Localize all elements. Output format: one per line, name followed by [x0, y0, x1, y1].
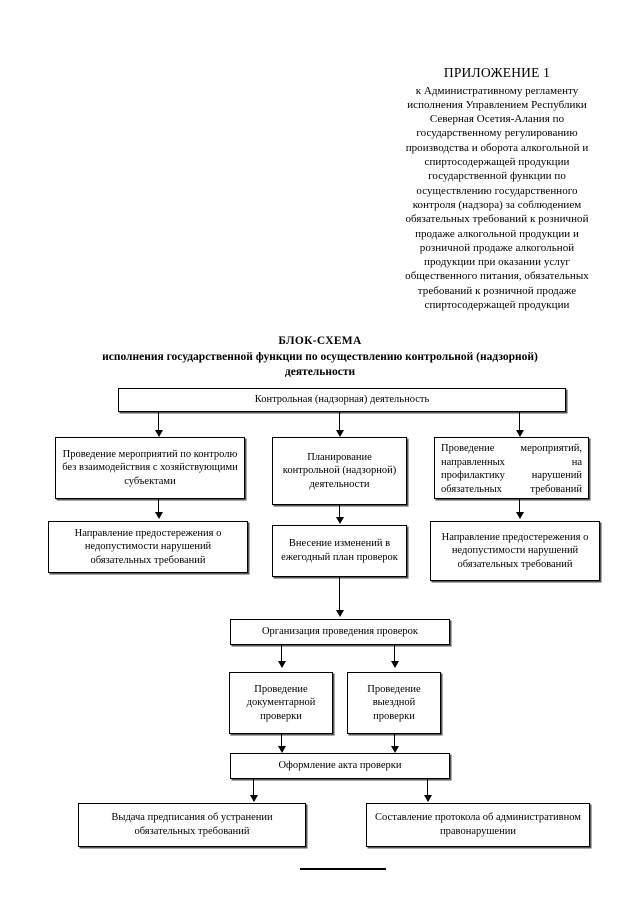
flow-node-label: Организация проведения проверок: [261, 626, 419, 638]
flow-node-label: Проведение мероприятий по контролю без в…: [62, 448, 238, 487]
flow-node-label: Проведение мероприятий, направленных на …: [441, 443, 582, 495]
page-title-line2: исполнения государственной функции по ос…: [102, 350, 538, 363]
appendix-line: общественного питания, обязательных: [405, 270, 589, 283]
appendix-line: контроля (надзора) за соблюдением: [412, 198, 582, 211]
arrowhead-icon: [277, 661, 286, 668]
connector-act-to-result-left: [253, 779, 254, 801]
connector-left-1-2: [158, 499, 159, 516]
flow-node-label: Направление предостережения о недопустим…: [441, 531, 589, 570]
flow-node-planning: Планирование контрольной (надзорной) дея…: [272, 437, 407, 505]
flow-node-root: Контрольная (надзорная) деятельность: [118, 388, 566, 412]
flow-node-prescription: Выдача предписания об устранении обязате…: [78, 803, 306, 847]
flow-node-label: Выдача предписания об устранении обязате…: [111, 812, 273, 837]
flow-node-label: Проведение выездной проверки: [367, 683, 421, 722]
appendix-line: продукции при оказании услуг: [424, 256, 570, 269]
connector-root-to-right: [519, 412, 520, 436]
flow-node-warning-left: Направление предостережения о недопустим…: [48, 521, 248, 573]
appendix-title: ПРИЛОЖЕНИЕ 1: [443, 65, 551, 80]
flow-node-organization: Организация проведения проверок: [230, 619, 450, 645]
arrowhead-icon: [154, 512, 163, 519]
connector-center-to-organization: [339, 577, 340, 615]
flow-node-label: Контрольная (надзорная) деятельность: [254, 394, 430, 406]
arrowhead-icon: [515, 512, 524, 519]
appendix-line: государственной функции по: [428, 170, 566, 183]
appendix-line: Северная Осетия-Алания по: [429, 113, 565, 126]
page-title-line1: БЛОК-СХЕМА: [278, 335, 362, 347]
arrowhead-icon: [277, 746, 286, 753]
arrowhead-icon: [390, 661, 399, 668]
flow-node-documentary-check: Проведение документарной проверки: [229, 672, 333, 734]
connector-root-to-center: [339, 412, 340, 436]
arrowhead-icon: [335, 517, 344, 524]
arrowhead-icon: [515, 430, 524, 437]
appendix-line: продаже алкогольной продукции и: [415, 227, 579, 240]
flow-node-label: Составление протокола об административно…: [375, 812, 581, 837]
appendix-line: производства и оборота алкогольной и: [405, 141, 589, 154]
arrowhead-icon: [335, 430, 344, 437]
flow-node-label: Внесение изменений в ежегодный план пров…: [281, 538, 398, 563]
connector-center-1-2: [339, 505, 340, 522]
arrowhead-icon: [335, 610, 344, 617]
appendix-line: спиртосодержащей продукции: [424, 299, 570, 311]
flow-node-label: Планирование контрольной (надзорной) дея…: [282, 451, 397, 490]
appendix-header: ПРИЛОЖЕНИЕ 1 к Административному регламе…: [378, 64, 616, 312]
appendix-line: государственному регулированию: [416, 127, 578, 140]
flow-node-act: Оформление акта проверки: [230, 753, 450, 779]
flow-node-warning-right: Направление предостережения о недопустим…: [430, 521, 600, 581]
appendix-line: исполнения Управлением Республики: [407, 98, 587, 111]
flow-node-label: Проведение документарной проверки: [246, 683, 316, 722]
appendix-line: обязательных требований к розничной: [405, 213, 589, 226]
appendix-line: к Административному регламенту: [415, 84, 579, 97]
page-title-line3: деятельности: [284, 366, 356, 379]
appendix-line: требований к розничной продаже: [417, 284, 577, 297]
flow-node-protocol: Составление протокола об административно…: [366, 803, 590, 847]
appendix-line: спиртосодержащей продукции: [424, 156, 570, 169]
flow-node-field-check: Проведение выездной проверки: [347, 672, 441, 734]
arrowhead-icon: [423, 795, 432, 802]
connector-right-1-2: [519, 499, 520, 516]
flow-node-label: Направление предостережения о недопустим…: [74, 527, 222, 566]
flow-node-control-without-interaction: Проведение мероприятий по контролю без в…: [55, 437, 245, 499]
appendix-line: розничной продаже алкогольной: [419, 241, 575, 254]
appendix-line: осуществлению государственного: [416, 184, 578, 197]
arrowhead-icon: [249, 795, 258, 802]
connector-organization-to-field: [394, 645, 395, 667]
arrowhead-icon: [390, 746, 399, 753]
connector-doc-to-act: [281, 734, 282, 751]
appendix-body: к Административному регламенту исполнени…: [378, 84, 616, 313]
footer-rule: [300, 868, 386, 870]
flow-node-prevention-measures: Проведение мероприятий, направленных на …: [434, 437, 589, 499]
connector-organization-to-doc: [281, 645, 282, 667]
arrowhead-icon: [154, 430, 163, 437]
connector-act-to-result-right: [427, 779, 428, 801]
flow-node-label: Оформление акта проверки: [278, 760, 402, 772]
page-title: БЛОК-СХЕМА исполнения государственной фу…: [60, 334, 580, 381]
flow-node-annual-plan-change: Внесение изменений в ежегодный план пров…: [272, 525, 407, 577]
connector-root-to-left: [158, 412, 159, 436]
connector-field-to-act: [394, 734, 395, 751]
